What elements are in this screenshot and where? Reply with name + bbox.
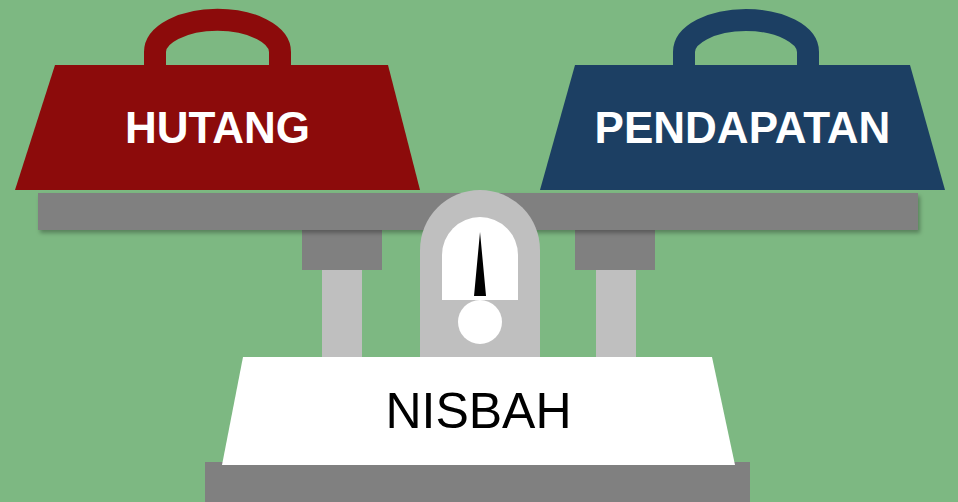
scale-pillar: [596, 270, 636, 362]
trapezoid-fill: [15, 65, 420, 190]
debt-weight: HUTANG: [15, 65, 420, 190]
scale-pillar: [322, 270, 362, 362]
ratio-base: NISBAH: [222, 357, 735, 465]
weight-handle: [155, 20, 280, 72]
trapezoid-fill: [222, 357, 735, 465]
beam-support: [575, 228, 655, 270]
dial-face: [442, 217, 518, 300]
node-label: HUTANG: [15, 103, 420, 153]
beam-support: [302, 228, 382, 270]
dial-knob: [458, 300, 502, 344]
scale-dial: [420, 190, 540, 362]
node-label: PENDAPATAN: [540, 103, 945, 153]
scale-foot: [205, 462, 750, 502]
dial-needle: [474, 232, 486, 296]
weight-handle: [684, 20, 808, 72]
trapezoid-fill: [540, 65, 945, 190]
income-weight: PENDAPATAN: [540, 65, 945, 190]
node-label: NISBAH: [222, 382, 735, 440]
